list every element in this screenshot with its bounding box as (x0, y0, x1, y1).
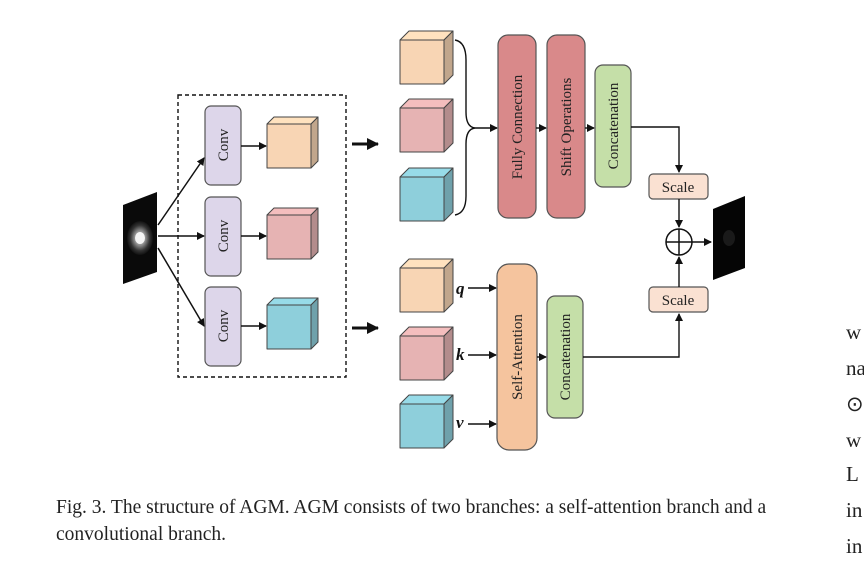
key-cube (399, 326, 454, 381)
side-text-5: L (846, 462, 859, 486)
fully-connection-label: Fully Connection (510, 74, 526, 179)
fc-input-cube-2 (399, 98, 454, 153)
shift-operations-block: Shift Operations (546, 34, 586, 219)
conv-block-3: Conv (204, 286, 242, 367)
input-image (123, 192, 157, 284)
elementwise-sum-node (665, 228, 693, 256)
side-text-7: in (846, 534, 863, 558)
side-text-6: in (846, 498, 863, 522)
conv-feature-cube-3 (266, 297, 319, 350)
conv-feature-cube-1 (266, 116, 319, 169)
scale-block-bottom: Scale (648, 286, 709, 313)
conv-block-2: Conv (204, 196, 242, 277)
shift-operations-label: Shift Operations (559, 77, 575, 176)
v-label: v (456, 413, 464, 432)
scale-block-top: Scale (648, 173, 709, 200)
q-label: q (456, 279, 465, 298)
concatenation-label-bottom: Concatenation (558, 313, 574, 400)
scale-label-bottom: Scale (662, 293, 695, 309)
side-text-1: w (846, 320, 862, 344)
conv-label-2: Conv (216, 219, 232, 252)
fc-input-cube-3 (399, 167, 454, 222)
conv-feature-cube-2 (266, 207, 319, 260)
self-attention-block: Self-Attention (496, 263, 538, 451)
side-text-2: na (846, 356, 864, 380)
input-to-conv1-arrow (157, 157, 205, 226)
concat-bottom-to-scale-arrow (583, 313, 683, 358)
fully-connection-block: Fully Connection (497, 34, 537, 219)
output-image (713, 196, 745, 280)
scale-label-top: Scale (662, 180, 695, 196)
concat-top-to-scale-arrow (631, 126, 683, 173)
curly-brace (454, 39, 476, 216)
concatenation-block-bottom: Concatenation (546, 295, 584, 419)
side-text-3: ⊙ (846, 392, 864, 416)
k-label: k (456, 345, 465, 364)
conv-block-1: Conv (204, 105, 242, 186)
side-text-4: w (846, 428, 862, 452)
fc-input-cube-1 (399, 30, 454, 85)
query-cube (399, 258, 454, 313)
figure-caption: Fig. 3. The structure of AGM. AGM consis… (56, 497, 767, 545)
self-attention-label: Self-Attention (510, 314, 526, 400)
input-to-conv3-arrow (157, 247, 205, 327)
concatenation-label-top: Concatenation (606, 82, 622, 169)
conv-label-1: Conv (216, 128, 232, 161)
value-cube (399, 394, 454, 449)
conv-label-3: Conv (216, 309, 232, 342)
concatenation-block-top: Concatenation (594, 64, 632, 188)
